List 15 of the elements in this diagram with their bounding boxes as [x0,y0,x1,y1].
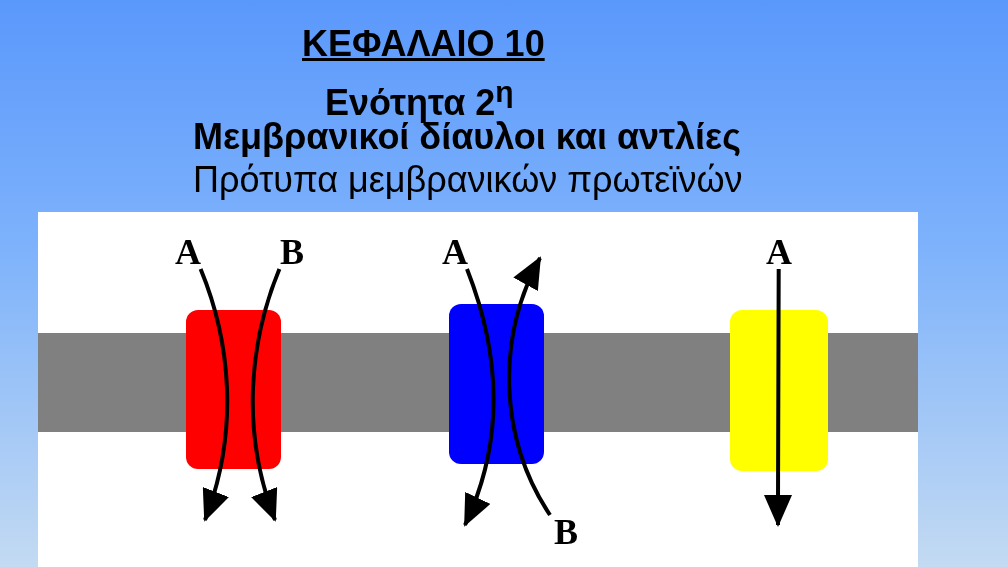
molecule-label: B [276,235,308,269]
subtitle: Πρότυπα μεμβρανικών πρωτεϊνών [193,160,743,200]
molecule-label: A [439,235,471,269]
arrow [764,269,792,527]
protein-box [186,310,281,469]
arrow [250,268,282,522]
chapter-heading: ΚΕΦΑΛΑΙΟ 10 [302,24,545,64]
molecule-label: A [172,235,204,269]
arrow [463,268,496,527]
arrow [198,268,230,522]
protein-box [730,310,828,471]
molecule-label: B [550,515,582,549]
molecule-label: A [763,235,795,269]
arrow [507,256,552,517]
protein-box [449,304,544,464]
